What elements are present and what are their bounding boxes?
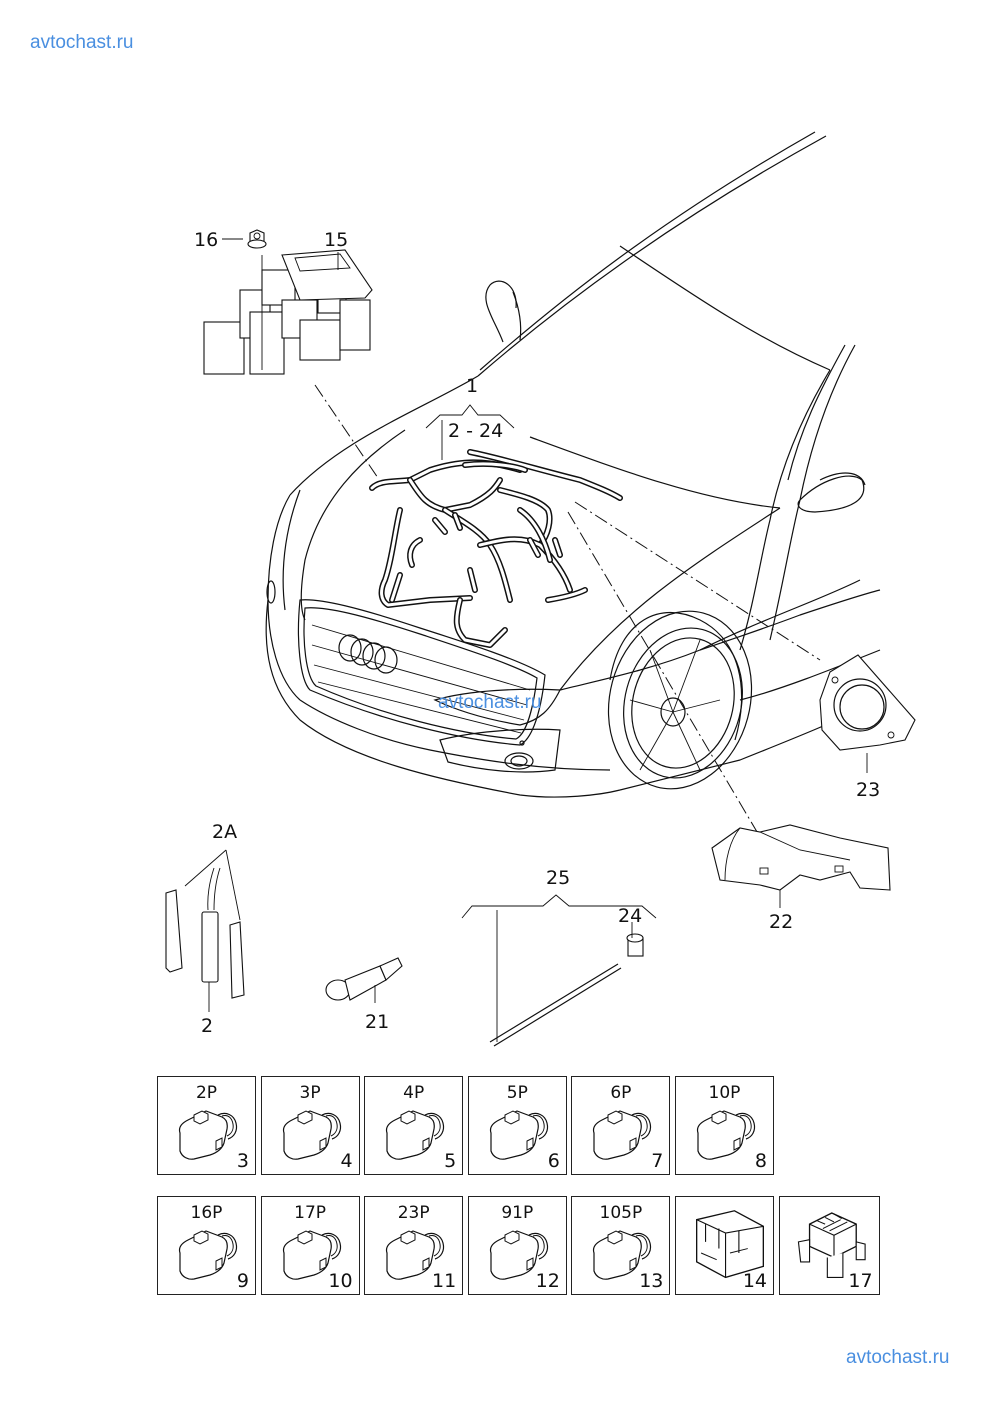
harness-branch-fill: [478, 537, 572, 592]
round-connector-icon: [282, 1230, 341, 1280]
harness-branch-fill: [380, 508, 472, 607]
harness-branch-fill: [390, 568, 477, 602]
leader-line-23: [574, 501, 821, 661]
watermark-top: avtochast.ru: [30, 32, 134, 53]
connector-cell-13: 105P 13: [571, 1196, 671, 1295]
part-number-label: 6: [547, 1150, 560, 1172]
callout-25: 25: [546, 867, 570, 889]
round-connector-icon: [386, 1230, 445, 1280]
leader-line-15: [314, 384, 379, 479]
front-wheel: [607, 610, 753, 790]
connector-cell-3: 2P 3: [157, 1076, 256, 1175]
harness-branch-fill: [433, 513, 562, 557]
pin-count-label: 4P: [403, 1083, 425, 1103]
callout-2: 2: [201, 1015, 213, 1037]
callout-2A: 2A: [212, 821, 237, 843]
pin-count-label: 17P: [294, 1203, 327, 1223]
callout-24: 24: [618, 905, 642, 927]
bracket-25: [461, 894, 657, 919]
pin-count-label: 23P: [397, 1203, 430, 1223]
part-number-label: 5: [444, 1150, 457, 1172]
connector-cell-11: 23P 11: [364, 1196, 464, 1295]
harness-branch-fill: [455, 598, 507, 647]
callout-1: 1: [466, 375, 478, 397]
multi-pin-housing-icon: [696, 1210, 764, 1279]
connector-cell-17: 17: [778, 1196, 880, 1295]
part-number-label: 12: [535, 1270, 560, 1292]
nut-16: [222, 229, 267, 249]
part-number-label: 8: [754, 1150, 767, 1172]
pin-count-label: 2P: [195, 1083, 218, 1103]
harness-branch-fill: [443, 508, 512, 602]
part-number-label: 9: [236, 1270, 249, 1292]
lead-24: [489, 922, 644, 1047]
connector-cell-9: 16P 9: [157, 1196, 256, 1295]
part-number-label: 10: [328, 1270, 353, 1292]
leader-line-22: [567, 511, 764, 843]
pin-count-label: 6P: [610, 1083, 632, 1103]
round-connector-icon: [282, 1110, 341, 1160]
connector-cell-12: 91P 12: [467, 1196, 567, 1295]
round-connector-icon: [178, 1110, 238, 1160]
harness-branch-fill: [408, 478, 502, 512]
harness-branch-fill: [498, 488, 552, 547]
connector-cell-5: 4P 5: [364, 1076, 464, 1175]
harness-branch-fill: [408, 538, 422, 567]
pin-count-label: 105P: [599, 1203, 643, 1223]
watermark-middle: avtochast.ru: [438, 692, 542, 713]
round-connector-icon: [386, 1110, 445, 1160]
round-connector-icon: [489, 1110, 548, 1160]
harness-branch-fill: [546, 588, 587, 602]
harness-branch-fill: [463, 462, 527, 472]
round-connector-icon: [696, 1110, 756, 1160]
audi-rings-logo: [338, 634, 398, 674]
wiring-harness-1: [369, 449, 623, 648]
relay-socket-icon: [797, 1212, 866, 1278]
pin-count-label: 3P: [299, 1083, 321, 1103]
part-number-label: 11: [432, 1270, 457, 1292]
connector-cell-6: 5P 6: [467, 1076, 567, 1175]
connector-cell-4: 3P 4: [260, 1076, 360, 1175]
harness-branch: [442, 507, 513, 603]
callout-2-24: 2 - 24: [448, 420, 503, 442]
watermark-bottom: avtochast.ru: [846, 1347, 950, 1368]
part-number-label: 13: [639, 1270, 664, 1292]
connector-cell-14: 14: [675, 1196, 774, 1295]
car-outline: [265, 131, 881, 798]
pin-count-label: 16P: [190, 1203, 223, 1223]
part-number-label: 14: [742, 1270, 767, 1292]
round-connector-icon: [489, 1230, 548, 1280]
round-connector-icon: [178, 1230, 238, 1280]
housing-22: [711, 824, 891, 908]
pin-count-label: 91P: [501, 1203, 534, 1223]
part-number-label: 4: [340, 1150, 353, 1172]
harness-branch-fill: [518, 508, 552, 562]
part-number-label: 17: [848, 1270, 873, 1292]
round-connector-icon: [593, 1230, 652, 1280]
housing-23: [819, 654, 916, 773]
wire-terminal-2: [165, 849, 245, 1012]
callout-15: 15: [324, 229, 348, 251]
callout-21: 21: [365, 1011, 389, 1033]
round-connector-icon: [593, 1110, 652, 1160]
connector-cell-7: 6P 7: [571, 1076, 671, 1175]
pin-count-label: 10P: [708, 1083, 741, 1103]
connector-cell-8: 10P 8: [675, 1076, 774, 1175]
part-number-label: 7: [651, 1150, 664, 1172]
grommet-21: [325, 957, 403, 1003]
part-number-label: 3: [236, 1150, 249, 1172]
callout-16: 16: [194, 229, 218, 251]
callout-22: 22: [769, 911, 793, 933]
bracket-1: [425, 404, 515, 429]
connector-cell-10: 17P 10: [260, 1196, 360, 1295]
pin-count-label: 5P: [506, 1083, 528, 1103]
callout-23: 23: [856, 779, 880, 801]
fuse-box-15: [203, 249, 373, 375]
harness-branch-fill: [468, 450, 622, 500]
